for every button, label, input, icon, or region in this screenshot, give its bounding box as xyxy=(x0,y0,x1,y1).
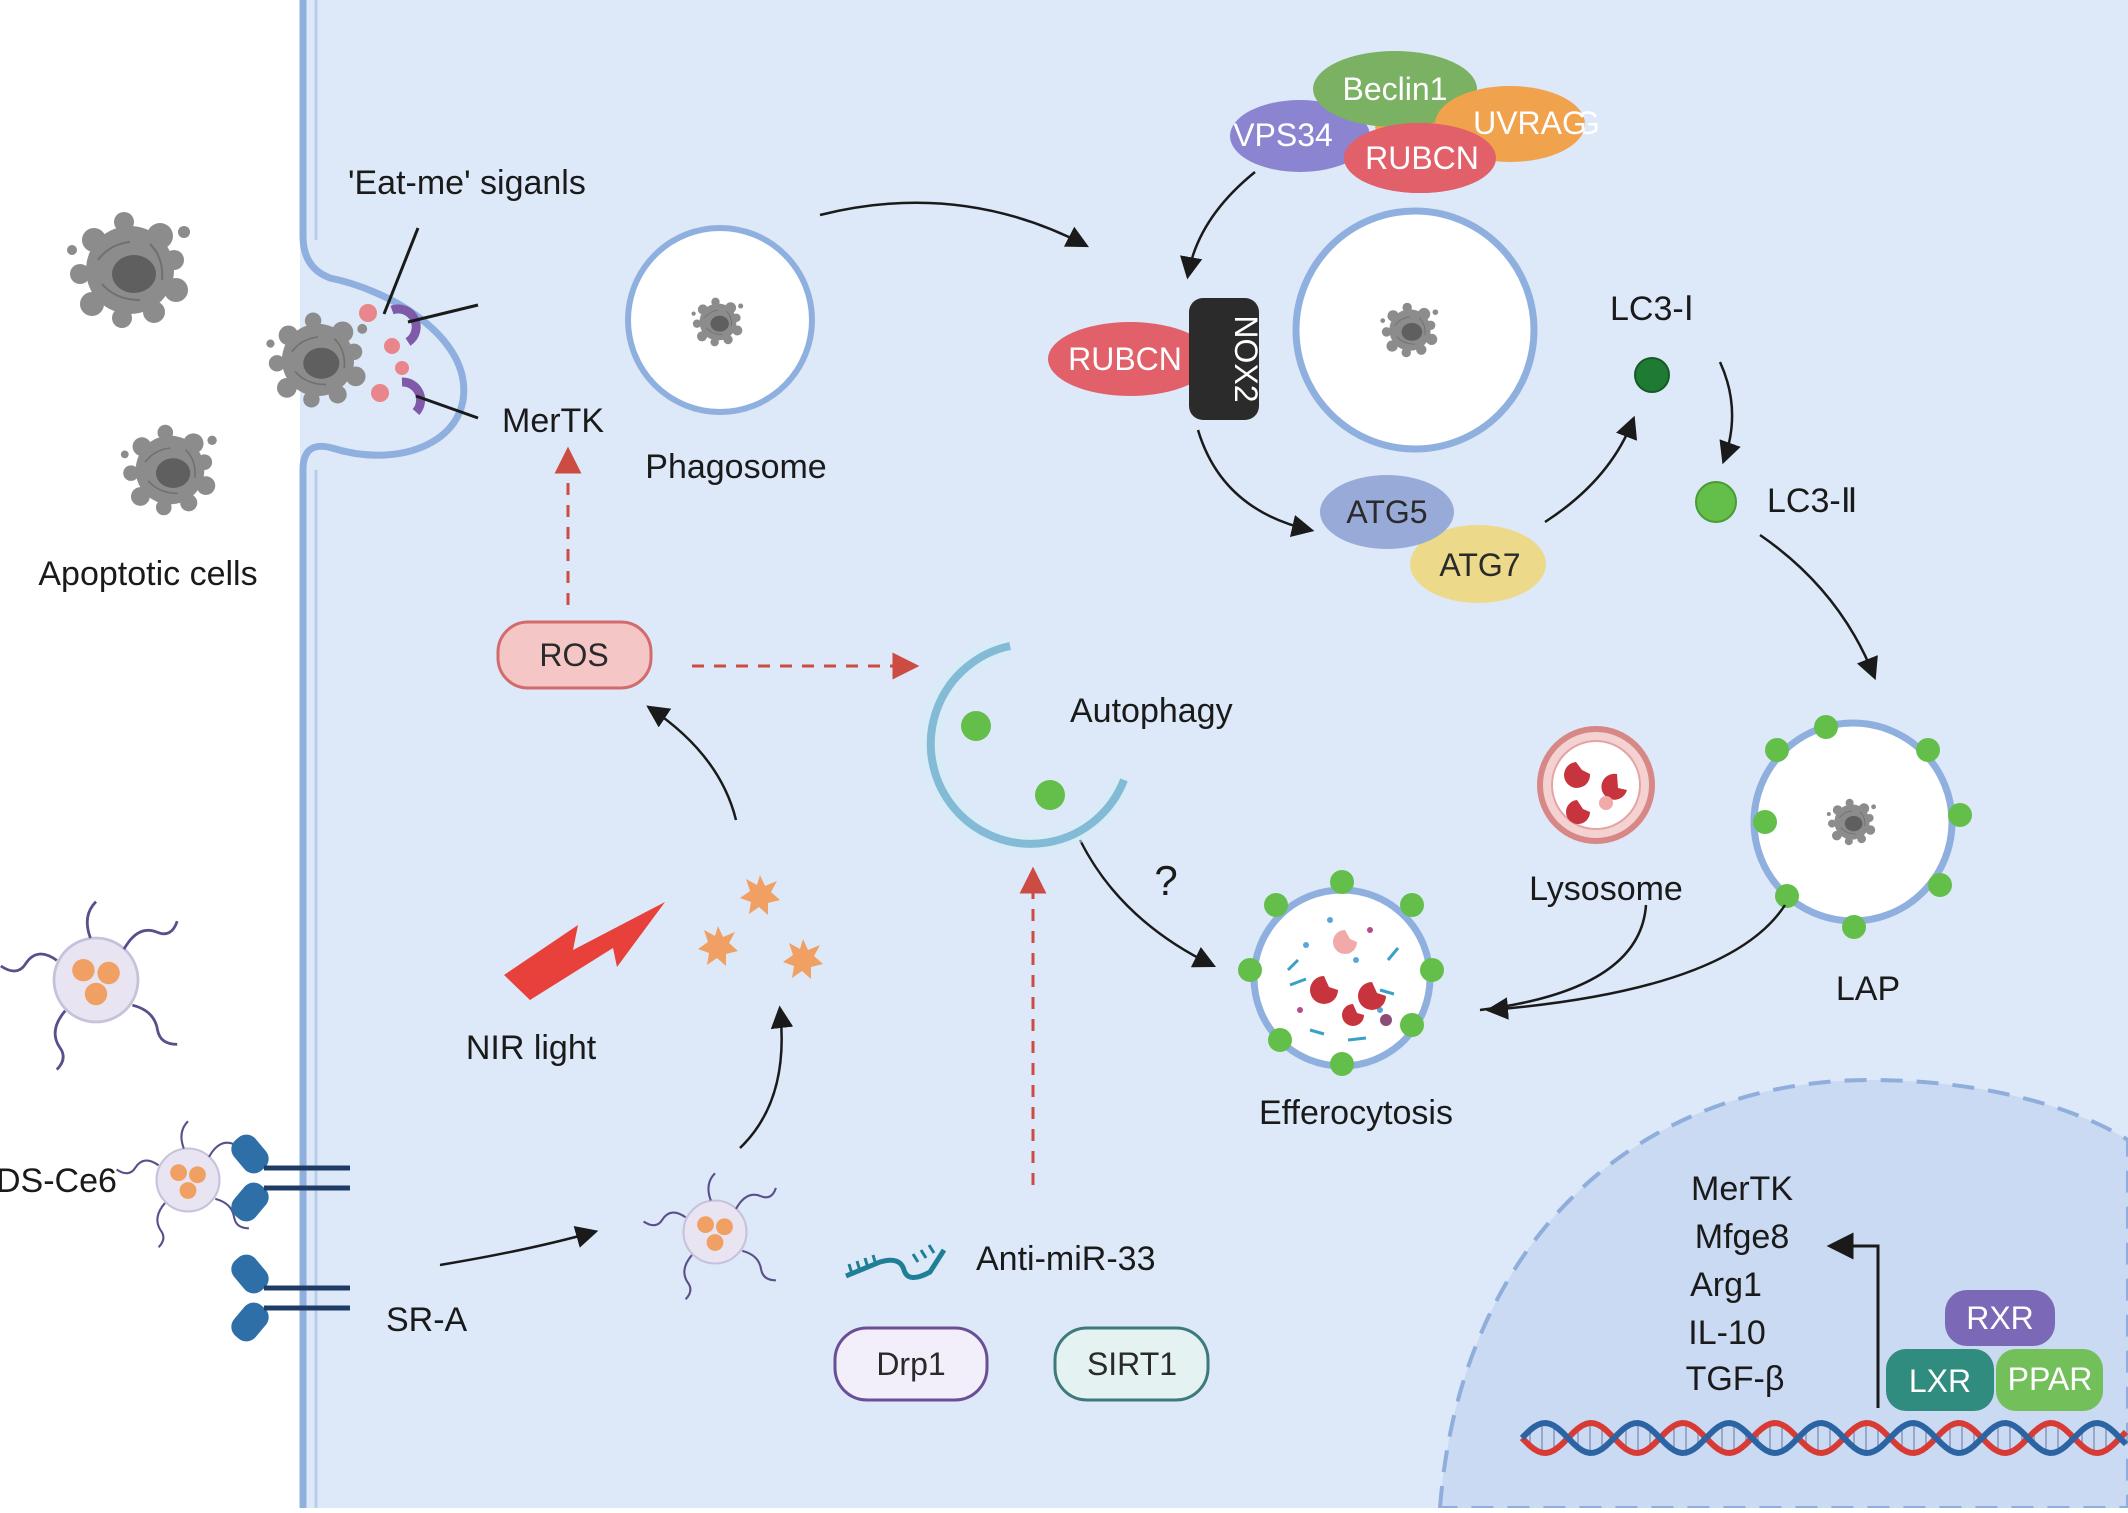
apoptotic-cell-icon xyxy=(66,211,191,329)
uvrag-label: UVRAG xyxy=(1473,105,1587,141)
ds-ce6-nanoparticle-icon xyxy=(115,1120,250,1249)
gene-label: IL-10 xyxy=(1688,1314,1766,1352)
drp1-box xyxy=(833,1326,989,1402)
autophagy-label: Autophagy xyxy=(1070,692,1233,730)
ds-ce6-label: DS-Ce6 xyxy=(0,1162,117,1200)
mertk-receptor-icon xyxy=(390,304,421,346)
arrow-lap-to-efferocytosis xyxy=(1485,904,1787,1020)
arrow-complex-to-nox2 xyxy=(1180,171,1256,280)
efferocytosis-vesicle xyxy=(1238,870,1444,1076)
anti-mir-33-label: Anti-miR-33 xyxy=(976,1240,1155,1278)
complex-rubcn-label: RUBCN xyxy=(1365,140,1479,176)
gene-label: TGF-β xyxy=(1686,1360,1785,1398)
nanoparticle-icon xyxy=(0,900,179,1071)
lc3-i-dot xyxy=(1634,357,1670,393)
nox2-label: NOX2 xyxy=(1228,315,1264,402)
lxr-label: LXR xyxy=(1909,1363,1971,1399)
atg5-protein xyxy=(1320,475,1454,549)
arrow-autophagy-to-efferocytosis xyxy=(1078,839,1217,968)
arrow-lc3ii-to-lap xyxy=(1759,533,1878,681)
arrow-nanoparticles-to-ros xyxy=(646,705,738,821)
apoptotic-cells-label: Apoptotic cells xyxy=(38,555,257,593)
lysosome-icon xyxy=(1537,726,1655,844)
arrow-lysosome-to-efferocytosis xyxy=(1479,904,1648,1012)
gene-label: Arg1 xyxy=(1690,1266,1762,1304)
atg7-label: ATG7 xyxy=(1439,547,1520,583)
lap-vesicle xyxy=(1750,715,1972,939)
rxr-box xyxy=(1945,1290,2055,1346)
ppar-label: PPAR xyxy=(2008,1361,2093,1397)
gene-label: MerTK xyxy=(1691,1170,1793,1208)
sr-a-label: SR-A xyxy=(386,1301,468,1339)
arrow-lc3i-to-lc3ii xyxy=(1718,361,1741,465)
vps34-label: VPS34 xyxy=(1233,117,1333,153)
nir-lightning-icon xyxy=(504,902,665,1000)
arrow-atg-to-lc3i xyxy=(1544,415,1638,524)
apoptotic-cell-icon xyxy=(120,423,218,517)
dna-helix-icon xyxy=(1519,1419,2128,1457)
mertk-label: MerTK xyxy=(502,402,604,440)
drp1-label: Drp1 xyxy=(876,1346,945,1382)
nir-light-label: NIR light xyxy=(466,1029,597,1067)
cell-membrane xyxy=(299,0,468,1508)
sirt1-box xyxy=(1053,1326,1210,1402)
lap-label: LAP xyxy=(1836,970,1900,1008)
eat-me-signals-label: 'Eat-me' siganls xyxy=(348,164,586,202)
atg7-protein xyxy=(1410,525,1546,603)
mertk-receptor-icon xyxy=(401,377,426,415)
arrow-nox2-to-atg xyxy=(1196,429,1315,537)
ros-box xyxy=(496,620,653,690)
ros-label: ROS xyxy=(539,637,608,673)
atg5-label: ATG5 xyxy=(1346,494,1427,530)
arrow-receptors-to-genes xyxy=(1826,1232,1880,1408)
dna-strand xyxy=(1519,1419,2128,1457)
lc3-ii-label: LC3-Ⅱ xyxy=(1767,482,1857,520)
lc3-i-label: LC3-Ⅰ xyxy=(1610,290,1694,328)
gene-label: Mfge8 xyxy=(1695,1218,1790,1256)
lxr-box xyxy=(1886,1349,1994,1411)
rxr-label: RXR xyxy=(1966,1300,2034,1336)
beclin1-label: Beclin1 xyxy=(1343,71,1448,107)
rubcn-label: RUBCN xyxy=(1068,341,1182,377)
gene-list: MerTK Mfge8 Arg1 IL-10 TGF-β xyxy=(1686,1170,1794,1398)
lysosome-label: Lysosome xyxy=(1529,870,1683,908)
arrow-internalized-to-release xyxy=(739,1005,794,1149)
autophagy-lc3-dot xyxy=(1035,780,1065,810)
nox2-protein xyxy=(1189,298,1259,420)
sirt1-label: SIRT1 xyxy=(1087,1346,1177,1382)
ppar-box xyxy=(1996,1349,2103,1411)
arrow-receptor-to-internalized-np xyxy=(439,1226,599,1267)
autophagy-lc3-dot xyxy=(961,711,991,741)
phagosome-label: Phagosome xyxy=(645,448,826,486)
arrow-phagosome-to-complex xyxy=(819,201,1089,248)
lc3-ii-dot xyxy=(1695,481,1737,523)
dna-strand xyxy=(1519,1419,2128,1457)
rubcn-nox-protein xyxy=(1048,322,1212,396)
efferocytosis-label: Efferocytosis xyxy=(1259,1094,1453,1132)
mirna-strand-icon xyxy=(845,1244,947,1280)
question-mark: ? xyxy=(1154,857,1177,904)
